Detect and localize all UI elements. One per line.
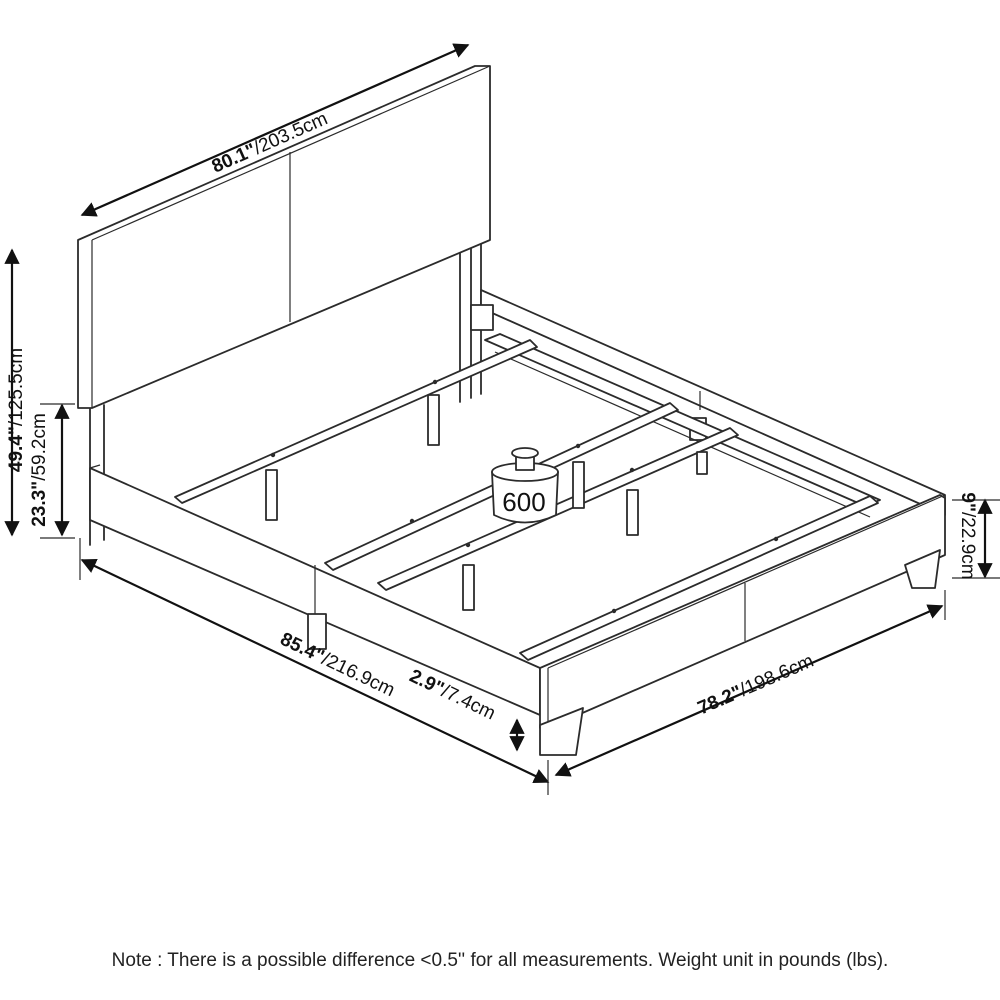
total-height-label: 49.4"/125.5cm xyxy=(6,348,27,472)
headboard-height-label: 23.3"/59.2cm xyxy=(29,413,50,527)
headboard-panel xyxy=(77,65,491,409)
dimension-labels: 80.1"/203.5cm 49.4"/125.5cm 23.3"/59.2cm… xyxy=(6,108,978,724)
frame-length-line xyxy=(80,559,550,783)
center-rail xyxy=(484,333,881,518)
frame-width-line xyxy=(554,604,944,777)
measurement-note: Note : There is a possible difference <0… xyxy=(111,950,889,971)
side-rail-right xyxy=(470,289,946,516)
frame-width-label: 78.2"/198.6cm xyxy=(695,651,817,720)
weight-capacity-value: 600 xyxy=(502,487,545,517)
bracket-icon xyxy=(470,304,494,331)
bed-frame-drawing: 600 xyxy=(77,65,946,756)
weight-icon: 600 xyxy=(491,447,559,524)
rail-height-label: 9"/22.9cm xyxy=(957,492,978,579)
dimension-lines xyxy=(4,43,1000,795)
headboard-width-line xyxy=(80,43,470,217)
